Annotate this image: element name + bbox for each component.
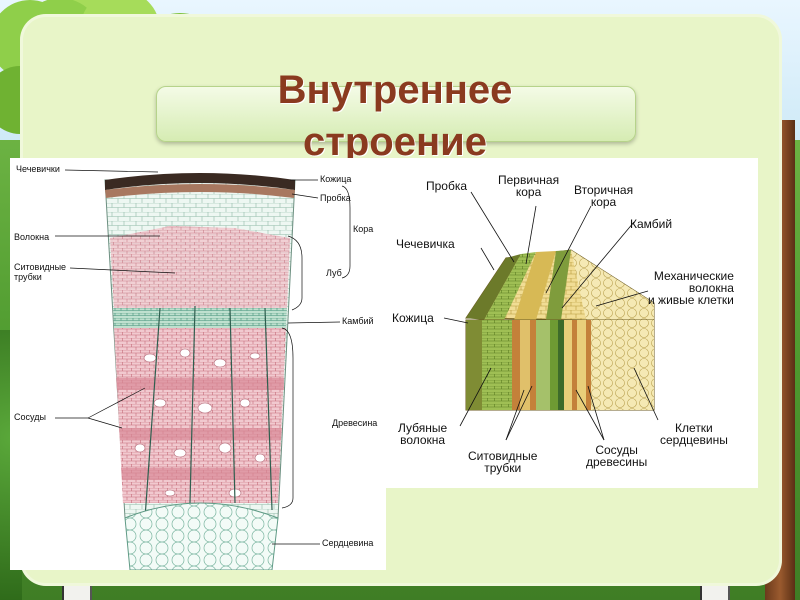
label-cambium: Камбий <box>630 218 672 230</box>
label-sieve-tubes: Ситовидные трубки <box>468 450 537 474</box>
label-vessels: Сосуды <box>14 412 46 422</box>
label-mech-fibers-line3: и живые клетки <box>648 294 734 306</box>
label-epidermis: Кожица <box>320 174 351 184</box>
stem-section-diagram: Чечевички Волокна Ситовидные трубки Сосу… <box>10 158 386 570</box>
label-pith-cells-line2: сердцевины <box>660 434 728 446</box>
label-lenticel: Чечевичка <box>396 238 455 250</box>
label-cambium: Камбий <box>342 316 374 326</box>
label-lenticels: Чечевички <box>16 164 60 174</box>
label-cork: Пробка <box>320 193 351 203</box>
label-epidermis: Кожица <box>392 312 434 324</box>
label-secondary-bark: Вторичная кора <box>574 184 633 208</box>
stem-block-diagram: Пробка Первичная кора Вторичная кора Кам… <box>386 158 758 488</box>
label-sieve-tubes-line2: трубки <box>14 272 66 282</box>
label-secondary-bark-line2: кора <box>574 196 633 208</box>
label-phloem: Луб <box>326 268 342 278</box>
label-primary-bark: Первичная кора <box>498 174 559 198</box>
label-mech-fibers: Механические волокна и живые клетки <box>648 270 734 306</box>
slide-title: Внутреннее строение <box>156 64 634 168</box>
label-wood: Древесина <box>332 418 377 428</box>
label-wood-vessels: Сосуды древесины <box>586 444 647 468</box>
label-sieve-tubes: Ситовидные трубки <box>14 262 66 282</box>
label-sieve-tubes-line1: Ситовидные <box>14 262 66 272</box>
label-primary-bark-line2: кора <box>498 186 559 198</box>
label-bast-fibers: Лубяные волокна <box>398 422 447 446</box>
title-line-1: Внутреннее <box>156 64 634 116</box>
label-pith-cells: Клетки сердцевины <box>660 422 728 446</box>
label-bark: Кора <box>353 224 373 234</box>
label-fibers: Волокна <box>14 232 49 242</box>
label-cork: Пробка <box>426 180 467 192</box>
stem-section-drawing <box>10 158 386 570</box>
label-wood-vessels-line2: древесины <box>586 456 647 468</box>
label-pith: Сердцевина <box>322 538 373 548</box>
label-bast-fibers-line2: волокна <box>398 434 447 446</box>
label-sieve-tubes-line2: трубки <box>468 462 537 474</box>
